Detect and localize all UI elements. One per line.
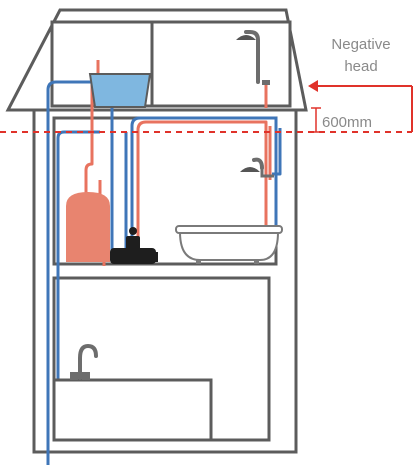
pump-icon [110,227,158,264]
kitchen-tap-icon [70,343,98,380]
cylinder-body [66,192,110,262]
hot-water-cylinder [66,192,110,262]
shower-head-icon-2 [240,157,274,178]
hot-tank-vent [84,60,100,262]
kitchen-counter [52,378,213,442]
cold-to-bath [130,116,278,255]
arrow-left-icon [308,80,318,92]
cold-main-riser [46,80,94,465]
negative-head-label-line1: Negative [331,36,391,53]
hot-to-bath [136,120,268,255]
cold-kitchen-feed [56,130,100,380]
bath-tub-icon [175,225,283,264]
negative-head-annotation [0,80,413,133]
cold-shower-feed [272,128,282,176]
shower-head-icon [236,30,270,85]
distance-label: 600mm [322,114,373,131]
tank-body [88,73,152,108]
negative-head-label-line2: head [344,58,378,75]
cold-pipes [46,80,282,465]
cold-water-tank [88,73,152,108]
